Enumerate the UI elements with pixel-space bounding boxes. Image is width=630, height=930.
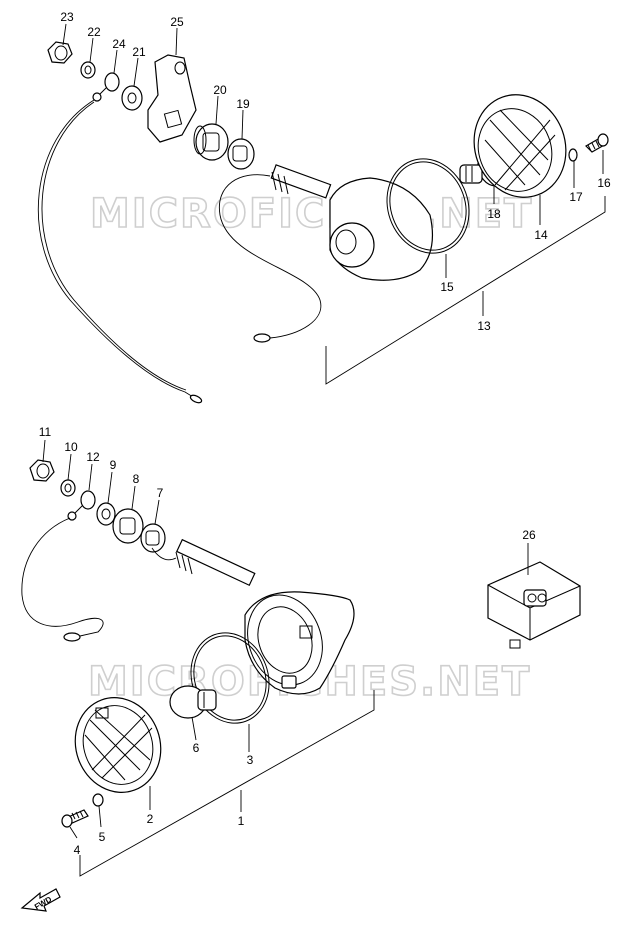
callout-7: 7 (157, 486, 164, 500)
part-23-nut (47, 41, 73, 64)
callout-12: 12 (86, 450, 100, 464)
callout-24: 24 (112, 37, 126, 51)
part-10-washer (60, 479, 76, 497)
part-24-terminal (92, 72, 120, 102)
watermark-top: MICROFICHES.NET (90, 191, 533, 237)
leaders-lower (42, 439, 529, 877)
callout-14: 14 (534, 228, 548, 242)
part-12-terminal (67, 490, 96, 521)
callout-4: 4 (74, 843, 81, 857)
part-25-bracket (147, 54, 197, 143)
part-4-screw (61, 809, 89, 828)
fwd-arrow-icon: FWD (20, 888, 61, 912)
callout-26: 26 (522, 528, 536, 542)
part-16-screw (585, 133, 609, 153)
callout-18: 18 (487, 207, 501, 221)
part-6-bulb (169, 685, 217, 719)
callout-10: 10 (64, 440, 78, 454)
part-1-housing (244, 591, 355, 695)
callout-9: 9 (110, 458, 117, 472)
part-7-grommet (140, 523, 166, 553)
part-19-grommet (227, 138, 255, 170)
part-11-nut (29, 459, 55, 482)
callout-13: 13 (477, 319, 491, 333)
callout-23: 23 (60, 10, 74, 24)
part-13-stem (270, 164, 332, 199)
part-22-washer (80, 61, 96, 79)
callout-19: 19 (236, 97, 250, 111)
part-14-lens (473, 94, 567, 198)
callout-20: 20 (213, 83, 227, 97)
callout-6: 6 (193, 741, 200, 755)
part-17-washer (568, 148, 578, 162)
part-15-gasket (386, 158, 470, 254)
callout-2: 2 (147, 812, 154, 826)
callout-11: 11 (39, 425, 52, 439)
part-9-washer (96, 502, 116, 526)
part-1-stem (175, 538, 256, 587)
callout-8: 8 (133, 472, 140, 486)
part-5-washer (92, 793, 104, 807)
wire-upper-lead (218, 174, 322, 339)
leaders-upper (62, 23, 606, 385)
callout-16: 16 (597, 176, 611, 190)
callout-17: 17 (569, 190, 583, 204)
callout-15: 15 (440, 280, 454, 294)
callouts: 23 22 24 21 25 20 19 16 17 18 14 15 13 1… (39, 10, 611, 857)
part-13-housing (329, 177, 433, 281)
part-8-grommet (112, 508, 144, 544)
part-20-grommet (193, 123, 229, 161)
callout-3: 3 (247, 753, 254, 767)
callout-1: 1 (238, 814, 245, 828)
wire-lower (21, 517, 104, 637)
callout-25: 25 (170, 15, 184, 29)
callout-22: 22 (87, 25, 101, 39)
part-26-relay (487, 561, 581, 649)
part-2-lens (74, 697, 162, 793)
callout-5: 5 (99, 830, 106, 844)
wire-upper-ground (37, 99, 199, 401)
callout-21: 21 (132, 45, 146, 59)
part-21-washer (121, 85, 143, 111)
